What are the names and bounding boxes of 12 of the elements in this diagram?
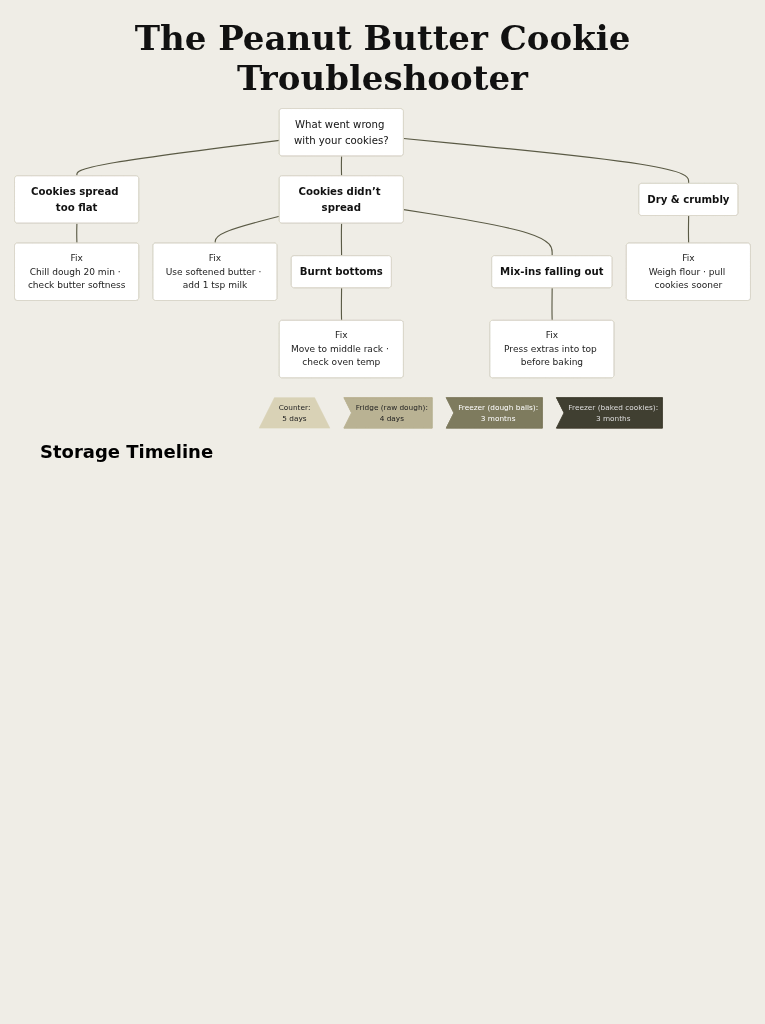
connector [687, 215, 690, 244]
connector [76, 222, 78, 244]
connector [551, 287, 553, 322]
connector [340, 222, 343, 257]
connector [403, 209, 553, 257]
connector [340, 287, 343, 322]
title: The Peanut Butter Cookie Troubleshooter [133, 18, 632, 98]
connector [340, 155, 343, 177]
connector [214, 215, 281, 244]
connector [76, 139, 281, 177]
connector [403, 137, 690, 185]
section-heading: Storage Timeline [40, 440, 214, 462]
